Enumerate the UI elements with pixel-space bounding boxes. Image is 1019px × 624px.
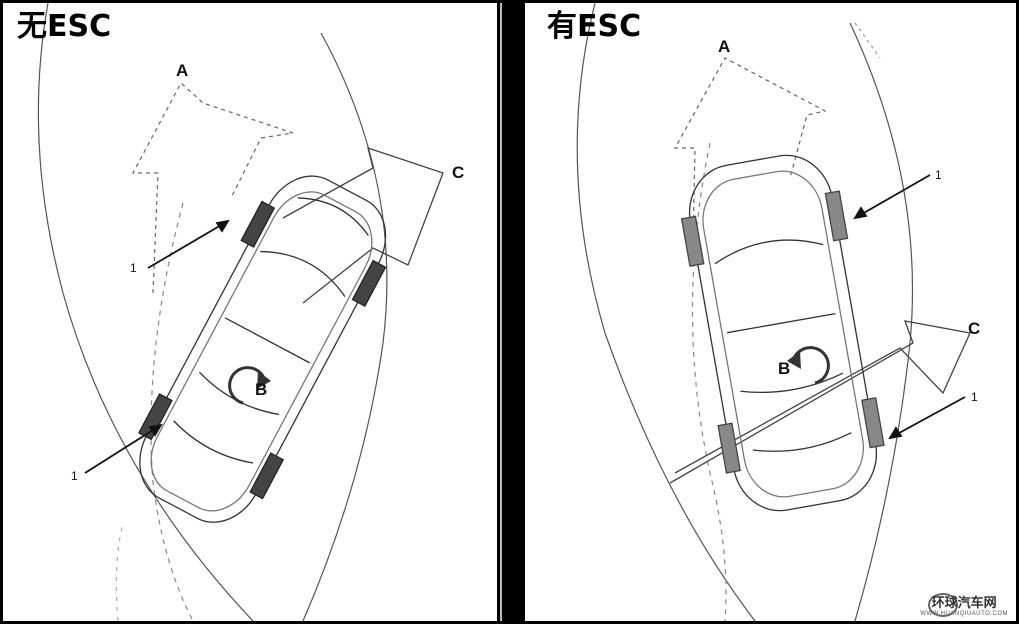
pointer-1-top	[147, 220, 229, 269]
label-c: C	[968, 319, 981, 338]
road-inner-edge	[576, 3, 756, 621]
title-with-esc: 有ESC	[547, 9, 642, 44]
lane-line	[691, 142, 727, 621]
panel-divider	[500, 3, 502, 621]
pointer-1-bottom	[84, 424, 162, 474]
diagram-with-esc	[576, 3, 971, 621]
wheel-rear-left	[138, 393, 173, 441]
label-a: A	[718, 37, 731, 56]
label-1-bottom: 1	[971, 390, 978, 404]
arrow-c	[282, 147, 444, 304]
label-1-top: 1	[935, 168, 942, 182]
title-without-esc: 无ESC	[17, 9, 112, 44]
car-without-esc	[138, 175, 387, 523]
watermark-logo-icon	[928, 593, 958, 617]
label-1-top: 1	[130, 261, 137, 275]
rotation-arrow-b	[228, 366, 267, 405]
arrow-a	[132, 82, 294, 294]
road-inner-edge	[37, 3, 254, 621]
car-with-esc	[680, 154, 885, 512]
panel-with-esc: 有ESC A B C 1 1 环球汽车网 WWW.HUANQIUAUTO.COM	[525, 3, 1016, 621]
label-1-bottom: 1	[71, 469, 78, 483]
watermark: 环球汽车网 WWW.HUANQIUAUTO.COM	[920, 592, 1008, 617]
wheel-rear-left	[717, 422, 741, 474]
label-b: B	[778, 359, 791, 378]
arrow-c	[669, 320, 971, 484]
road-outer-edge	[849, 22, 914, 621]
road-outer-edge	[302, 32, 388, 621]
wheel-rear-right	[249, 452, 285, 500]
label-a: A	[176, 61, 189, 80]
rotation-arrow-b	[791, 346, 830, 385]
label-c: C	[452, 163, 465, 182]
label-b: B	[255, 380, 268, 399]
wheel-front-left	[240, 200, 276, 248]
wheel-rear-right	[861, 397, 885, 449]
arrow-a	[673, 57, 827, 244]
watermark-text-en: WWW.HUANQIUAUTO.COM	[920, 611, 1008, 617]
wheel-front-right	[351, 259, 387, 307]
pointer-1-top	[854, 174, 931, 219]
panel-without-esc: 无ESC A B C 1 1	[3, 3, 497, 621]
lane-line	[150, 202, 194, 621]
wheel-front-left	[680, 215, 705, 267]
wheel-front-right	[824, 190, 849, 242]
watermark-text-cn: 环球汽车网	[931, 596, 997, 611]
diagram-without-esc	[37, 3, 444, 621]
pointer-1-bottom	[889, 396, 966, 439]
